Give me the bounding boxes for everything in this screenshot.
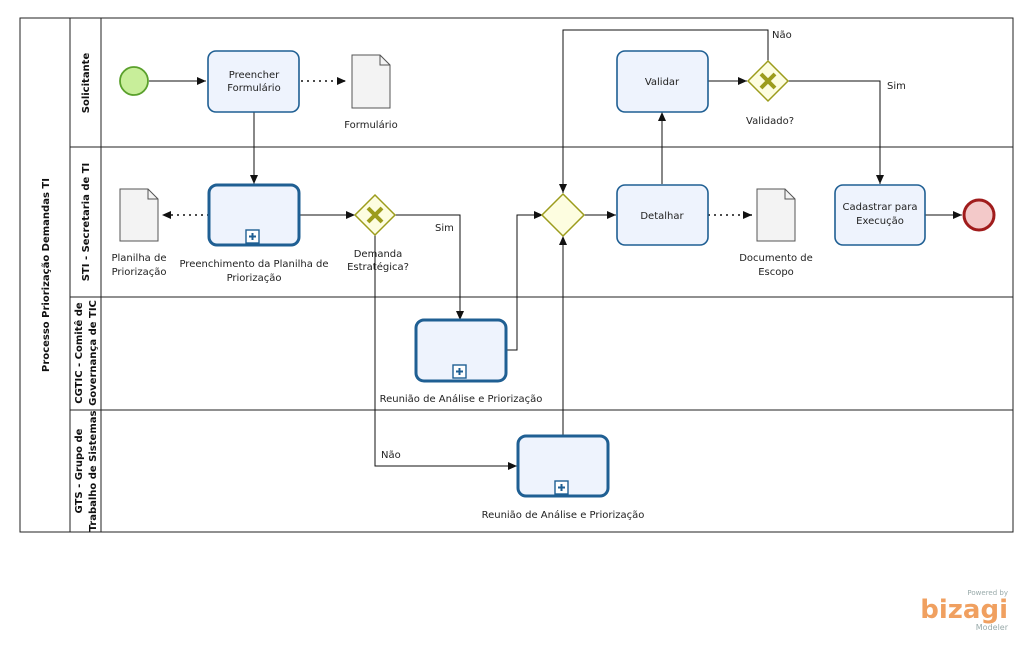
- gateway-merge[interactable]: [540, 192, 586, 238]
- artifact-planilha[interactable]: Planilha de Priorização: [112, 188, 167, 278]
- subprocess-label: Preenchimento da Planilha de: [179, 259, 328, 270]
- end-event[interactable]: [962, 198, 996, 232]
- flow-validado-sim: [788, 80, 884, 184]
- subprocess-label: Reunião de Análise e Priorização: [380, 393, 543, 405]
- x-icon: [759, 72, 777, 90]
- artifact-label: Priorização: [112, 267, 167, 278]
- lane-label: STI - Secretaria de TI: [81, 163, 92, 282]
- task-label: Formulário: [227, 82, 280, 94]
- artifact-label: Planilha de: [112, 253, 167, 264]
- lane-cgtic: CGTIC - Comitê de Governança de TIC: [70, 300, 1013, 411]
- lane-label: Solicitante: [81, 53, 92, 114]
- associations: [162, 77, 752, 219]
- lane-label: Governança de TIC: [88, 300, 99, 406]
- document-icon: [119, 188, 159, 242]
- task-label: Detalhar: [640, 211, 684, 222]
- flow-label-nao: Não: [381, 450, 401, 461]
- flow-label-nao: Não: [772, 30, 792, 41]
- x-icon: [366, 206, 384, 224]
- flow-validado-nao: [559, 29, 769, 193]
- brand-name: bizagi: [920, 595, 1008, 625]
- task-label: Cadastrar para: [843, 202, 918, 213]
- flow-demanda-sim: [395, 214, 464, 320]
- flow-demanda-nao: [374, 235, 517, 470]
- task-label: Execução: [856, 216, 904, 227]
- task-label: Preencher: [229, 70, 280, 81]
- sequence-flows: [149, 29, 962, 470]
- bizagi-logo: Powered by bizagi Modeler: [920, 589, 1008, 632]
- flow-label-sim: Sim: [435, 223, 454, 234]
- flow-label-sim: Sim: [887, 81, 906, 92]
- task-cadastrar-execucao[interactable]: Cadastrar para Execução: [834, 184, 926, 246]
- task-label: Validar: [645, 77, 680, 88]
- task-preencher-formulario[interactable]: Preencher Formulário: [207, 50, 300, 113]
- gateway-label: Validado?: [746, 116, 794, 127]
- pool-title: Processo Priorização Demandas TI: [41, 178, 52, 372]
- task-validar[interactable]: Validar: [616, 50, 709, 113]
- gateway-validado[interactable]: Validado?: [746, 59, 794, 127]
- subprocess-reuniao-cgtic[interactable]: Reunião de Análise e Priorização: [380, 318, 543, 405]
- gateway-label: Estratégica?: [347, 261, 409, 273]
- lane-sti: STI - Secretaria de TI: [70, 163, 1013, 298]
- subprocess-planilha[interactable]: Preenchimento da Planilha de Priorização: [179, 183, 329, 284]
- document-icon: [756, 188, 796, 242]
- lane-label: Trabalho de Sistemas: [88, 411, 99, 532]
- document-icon: [351, 54, 391, 109]
- artifact-documento-escopo[interactable]: Documento de Escopo: [739, 188, 813, 278]
- powered-by-text: Powered by: [967, 589, 1008, 597]
- start-event[interactable]: [119, 66, 149, 96]
- artifact-formulario[interactable]: Formulário: [344, 54, 398, 131]
- flow-cgtic-merge: [506, 211, 543, 351]
- pool: Processo Priorização Demandas TI: [19, 17, 1014, 533]
- subprocess-label: Reunião de Análise e Priorização: [482, 509, 645, 521]
- lane-label: GTS - Grupo de: [74, 428, 85, 513]
- product-name: Modeler: [975, 623, 1008, 632]
- subprocess-reuniao-gts[interactable]: Reunião de Análise e Priorização: [482, 434, 645, 521]
- gateway-demanda-estrategica[interactable]: Demanda Estratégica?: [347, 193, 409, 273]
- lane-label: CGTIC - Comitê de: [73, 302, 85, 404]
- lane-gts: GTS - Grupo de Trabalho de Sistemas: [74, 411, 99, 532]
- lane-solicitante: Solicitante: [70, 53, 1013, 148]
- artifact-label: Documento de: [739, 253, 813, 264]
- artifact-label: Escopo: [758, 267, 794, 278]
- gateway-label: Demanda: [354, 249, 403, 260]
- task-detalhar[interactable]: Detalhar: [616, 184, 709, 246]
- subprocess-label: Priorização: [227, 273, 282, 284]
- artifact-label: Formulário: [344, 119, 397, 131]
